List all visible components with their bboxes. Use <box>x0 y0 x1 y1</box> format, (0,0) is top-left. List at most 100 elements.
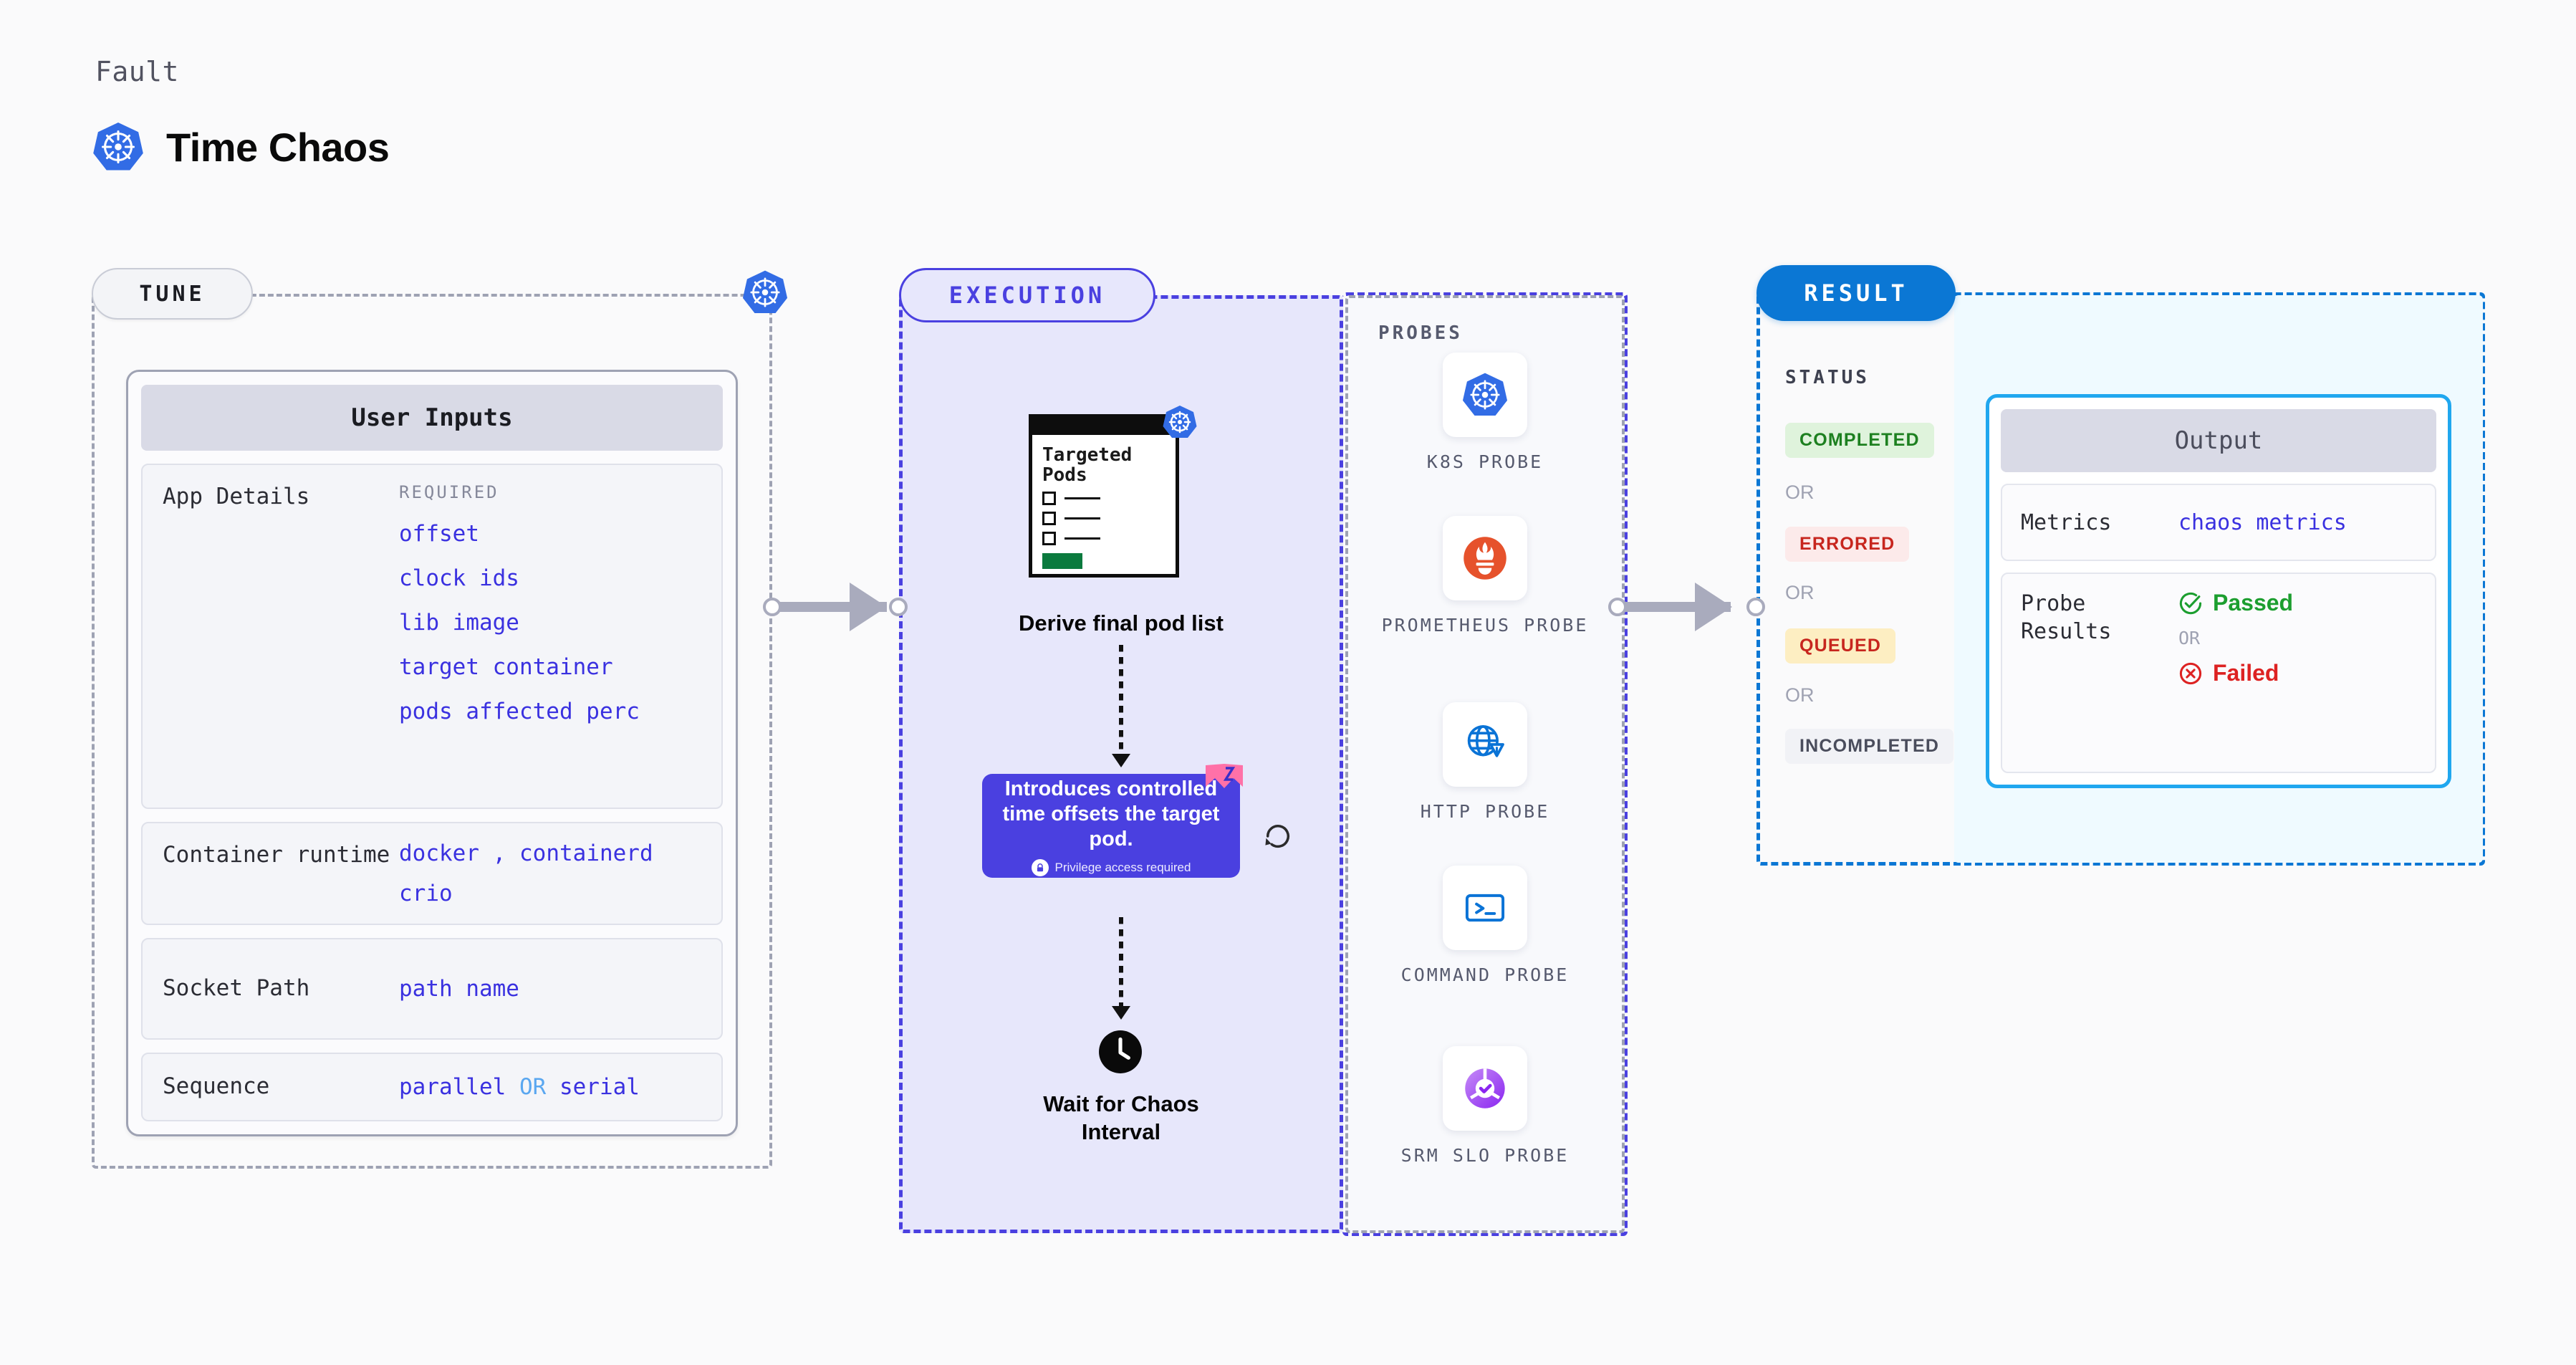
probe-srm-slo[interactable]: SRM SLO PROBE <box>1345 1046 1625 1168</box>
page-title: Time Chaos <box>166 124 390 170</box>
metrics-value[interactable]: chaos metrics <box>2178 509 2347 535</box>
app-details-values: REQUIRED offset clock ids lib image targ… <box>399 482 640 790</box>
socket-path-label: Socket Path <box>163 975 310 1002</box>
pod-list-item <box>1042 512 1167 526</box>
sequence-label: Sequence <box>163 1073 270 1100</box>
probe-tile[interactable] <box>1443 516 1527 600</box>
socket-path-value[interactable]: path name <box>399 976 519 1002</box>
targeted-pods-card: Targeted Pods <box>1029 406 1197 578</box>
probe-tile[interactable] <box>1443 866 1527 950</box>
list-placeholder-line <box>1064 537 1100 540</box>
kubernetes-icon <box>93 122 143 171</box>
output-title: Output <box>2001 409 2436 472</box>
targeted-pods-title-2: Pods <box>1042 464 1087 487</box>
connector-dot-result-in <box>1746 598 1765 616</box>
lock-icon <box>1031 858 1049 876</box>
input-clock-ids[interactable]: clock ids <box>399 565 519 591</box>
probe-tile[interactable] <box>1443 353 1527 437</box>
container-runtime-label: Container runtime <box>163 842 390 868</box>
connector-arrowhead-2 <box>1695 583 1732 631</box>
tooltip-text: Introduces controlled time offsets the t… <box>1002 777 1220 851</box>
kubernetes-node-icon <box>742 270 788 314</box>
wait-chaos-interval-caption: Wait for Chaos Interval <box>899 1091 1343 1146</box>
probe-results-values: Passed OR Failed <box>2178 590 2293 756</box>
status-or-3: OR <box>1785 684 1815 706</box>
runtime-line-1[interactable]: docker , containerd <box>399 840 653 866</box>
kubernetes-icon <box>1163 406 1197 438</box>
runtime-separator: , <box>492 840 506 866</box>
input-offset[interactable]: offset <box>399 521 479 547</box>
sequence-serial[interactable]: serial <box>559 1074 640 1100</box>
page-title-row: Time Chaos <box>92 120 390 173</box>
status-badge-completed: COMPLETED <box>1785 423 1934 458</box>
input-lib-image[interactable]: lib image <box>399 610 519 636</box>
checkbox-icon[interactable] <box>1042 512 1056 526</box>
pod-list-item <box>1042 532 1167 546</box>
probes-title: PROBES <box>1378 322 1463 344</box>
probe-results-label-1: Probe Results <box>2021 591 2112 644</box>
runtime-crio[interactable]: crio <box>399 881 453 906</box>
connector-dot-tune-out <box>763 598 782 616</box>
pod-list-item <box>1042 492 1167 506</box>
passed-label: Passed <box>2213 590 2294 616</box>
container-runtime-values: docker , containerd crio <box>399 840 653 906</box>
kubernetes-icon <box>1462 373 1508 416</box>
connector-arrowhead-1 <box>850 583 887 631</box>
container-runtime-row: Container runtime docker , containerd cr… <box>141 822 723 925</box>
status-badge-errored: ERRORED <box>1785 527 1910 562</box>
prometheus-icon <box>1464 537 1506 580</box>
flow-arrow-2 <box>1119 917 1123 1010</box>
user-inputs-card: User Inputs App Details REQUIRED offset … <box>126 370 738 1136</box>
metrics-label: Metrics <box>2021 509 2112 535</box>
probe-http[interactable]: HTTP PROBE <box>1345 702 1625 824</box>
clock-icon <box>1099 1030 1142 1073</box>
result-pill[interactable]: RESULT <box>1756 265 1956 321</box>
sequence-value[interactable]: parallel OR serial <box>399 1074 640 1100</box>
probe-tile[interactable] <box>1443 1046 1527 1131</box>
execution-pill[interactable]: EXECUTION <box>899 268 1155 322</box>
tune-pill[interactable]: TUNE <box>92 268 253 320</box>
probe-label: SRM SLO PROBE <box>1400 1145 1570 1166</box>
result-passed: Passed <box>2178 590 2293 616</box>
terminal-icon <box>1465 894 1505 922</box>
input-target-container[interactable]: target container <box>399 654 613 680</box>
targeted-pods-window: Targeted Pods <box>1029 414 1179 578</box>
privilege-note-text: Privilege access required <box>1054 860 1191 874</box>
probe-prometheus[interactable]: PROMETHEUS PROBE <box>1345 516 1625 638</box>
probe-results-label: Probe Results <box>2021 590 2178 756</box>
sequence-row: Sequence parallel OR serial <box>141 1053 723 1121</box>
flow-arrowhead-1 <box>1112 754 1130 767</box>
status-badge-incompleted: INCOMPLETED <box>1785 729 1954 764</box>
derive-pod-list-caption: Derive final pod list <box>1019 610 1224 636</box>
list-placeholder-line <box>1064 517 1100 520</box>
sequence-values: parallel OR serial <box>399 1074 640 1100</box>
sequence-parallel[interactable]: parallel <box>399 1074 506 1100</box>
runtime-containerd[interactable]: containerd <box>519 840 653 866</box>
checkbox-icon[interactable] <box>1042 532 1056 546</box>
ribbon-icon <box>1206 764 1243 788</box>
output-card: Output Metrics chaos metrics Probe Resul… <box>1986 394 2451 788</box>
metrics-row: Metrics chaos metrics <box>2001 484 2436 561</box>
fault-description-tooltip: Introduces controlled time offsets the t… <box>982 764 1243 878</box>
green-status-bar <box>1042 553 1082 570</box>
app-details-row: App Details REQUIRED offset clock ids li… <box>141 464 723 809</box>
list-placeholder-line <box>1064 497 1100 500</box>
socket-path-row: Socket Path path name <box>141 938 723 1040</box>
probe-label: K8S PROBE <box>1426 451 1544 472</box>
probe-k8s[interactable]: K8S PROBE <box>1345 353 1625 474</box>
probe-command[interactable]: COMMAND PROBE <box>1345 866 1625 987</box>
probe-label: HTTP PROBE <box>1420 801 1550 822</box>
input-pods-affected-perc[interactable]: pods affected perc <box>399 699 640 724</box>
runtime-docker[interactable]: docker <box>399 840 479 866</box>
probe-tile[interactable] <box>1443 702 1527 787</box>
connector-dot-execution-out <box>1608 598 1627 616</box>
status-badge-queued: QUEUED <box>1785 628 1896 664</box>
wait-caption-line-1: Wait for Chaos <box>1043 1091 1199 1116</box>
result-section-frame <box>1756 292 2485 866</box>
flow-arrowhead-2 <box>1112 1006 1130 1020</box>
sequence-or: OR <box>519 1074 547 1100</box>
checkbox-icon[interactable] <box>1042 492 1056 506</box>
refresh-icon[interactable] <box>1262 820 1294 852</box>
probe-results-row: Probe Results Passed OR Failed <box>2001 573 2436 773</box>
connector-dot-execution-in <box>889 598 908 616</box>
